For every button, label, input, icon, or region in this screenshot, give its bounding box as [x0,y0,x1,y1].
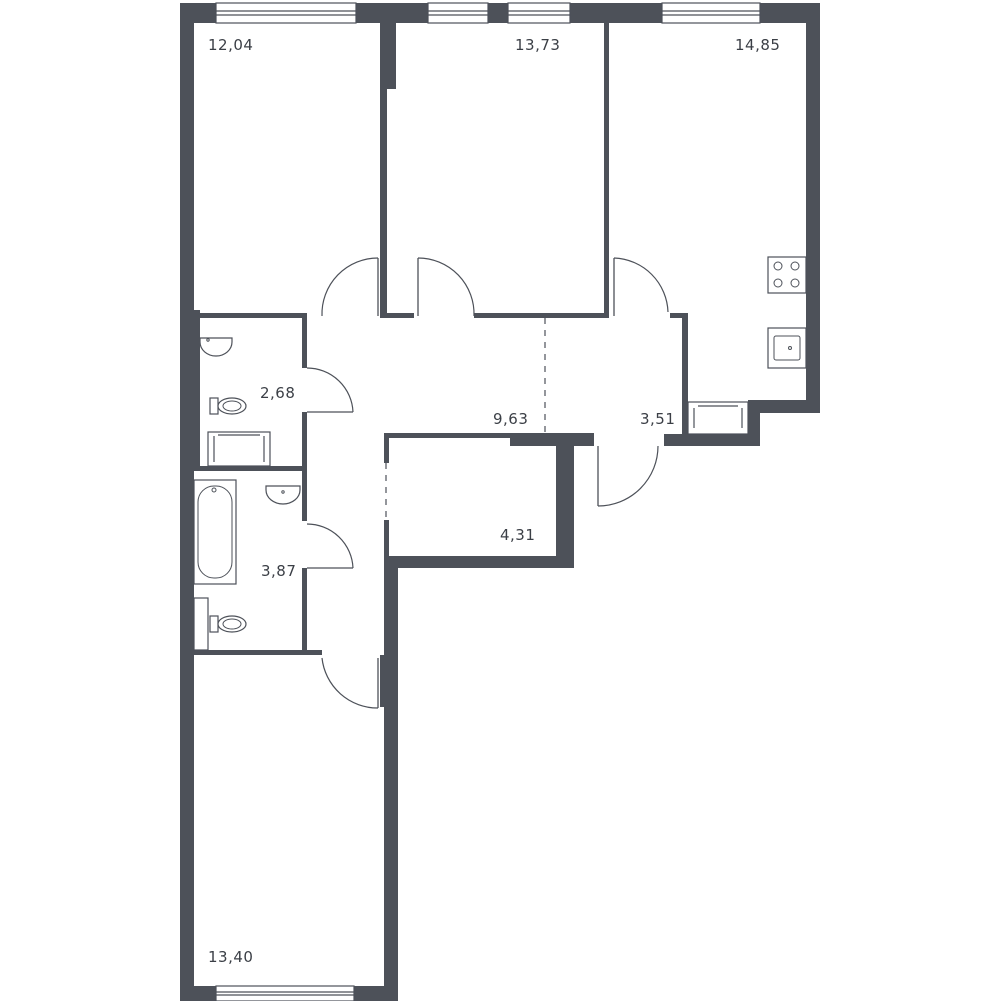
room-area-balcony: 3,51 [640,410,675,428]
washbasin-icon [199,337,233,357]
zone-dividers [385,318,546,520]
room-labels: 12,04 13,73 14,85 2,68 9,63 3,51 4,31 3,… [208,36,780,966]
room-area-bedroom-top-middle: 13,73 [515,36,560,54]
stove-icon [767,256,807,294]
room-area-toilet: 2,68 [260,384,295,402]
windows [215,2,761,1001]
bathroom-washbasin-icon [265,485,301,505]
room-area-hallway: 9,63 [493,410,528,428]
room-area-bedroom-top-left: 12,04 [208,36,253,54]
room-area-bedroom-bottom: 13,40 [208,948,253,966]
bathtub-icon [193,479,237,585]
walls [180,3,820,1001]
toilet-icon [209,397,247,415]
toilet-room-radiator [207,431,271,467]
doors [306,257,669,709]
bathroom-toilet-icon [193,597,247,651]
room-area-bathroom: 3,87 [261,562,296,580]
room-area-storage: 4,31 [500,526,535,544]
room-area-kitchen-living: 14,85 [735,36,780,54]
kitchen-sink-icon [767,327,807,369]
